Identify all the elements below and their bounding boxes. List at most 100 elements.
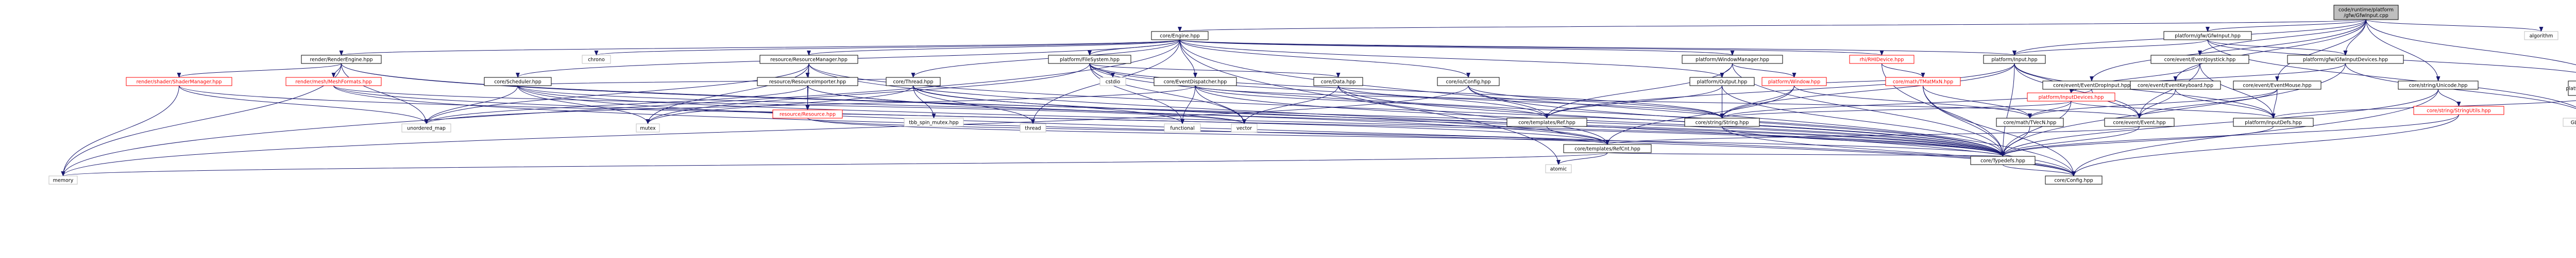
node-core-config-hpp[interactable]: core/Config.hpp — [2045, 175, 2103, 185]
edge-engine-to-resmgr — [807, 39, 1180, 56]
node-box — [1231, 123, 1258, 133]
node-core-event-event-hpp[interactable]: core/event/Event.hpp — [2104, 118, 2175, 127]
node-core-io-config-hpp[interactable]: core/io/Config.hpp — [1437, 77, 1500, 86]
node-core-math-tmatmxn-hpp[interactable]: core/math/TMatMxN.hpp — [1885, 77, 1961, 86]
edge-refcnt-to-typedefs — [1607, 151, 2004, 157]
node-core-math-tvecn-hpp[interactable]: core/math/TVecN.hpp — [1996, 118, 2064, 127]
node-render-mesh-meshformats-hpp[interactable]: render/mesh/MeshFormats.hpp — [285, 77, 382, 86]
node-core-event-eventjoystick-hpp[interactable]: core/event/EventJoystick.hpp — [2150, 55, 2249, 64]
node-label: chrono — [588, 57, 605, 63]
node-label: code/runtime/platform — [2338, 7, 2394, 13]
edge-gfwinputdevices-to-glfw — [2345, 63, 2576, 109]
edge-input-to-inputdefs — [2014, 63, 2276, 119]
node-box — [2150, 55, 2249, 64]
edge-string-to-typedefs — [1722, 126, 2005, 157]
node-resource-resource-hpp[interactable]: resource/Resource.hpp — [772, 109, 843, 119]
node-platform-gfw-gfwinput-hpp[interactable]: platform/gfw/GfwInput.hpp — [2163, 31, 2252, 40]
node-core-templates-refcnt-hpp[interactable]: core/templates/RefCnt.hpp — [1563, 144, 1652, 153]
node-box — [2413, 106, 2504, 115]
node-core-templates-ref-hpp[interactable]: core/templates/Ref.hpp — [1506, 118, 1587, 127]
edge-root-to-engine — [1178, 19, 2366, 32]
edge-engine-to-input — [1179, 39, 2016, 56]
node-box — [401, 123, 451, 133]
node-render-renderengine-hpp[interactable]: render/RenderEngine.hpp — [301, 55, 382, 64]
edge-renderengine-to-shadermgr — [177, 63, 342, 78]
edge-evmouse-to-inputdefs — [2271, 89, 2278, 119]
node-core-typedefs-hpp[interactable]: core/Typedefs.hpp — [1970, 156, 2036, 165]
edge-evdispatcher-to-functional — [1180, 85, 1196, 124]
edge-scheduler-to-typedefs — [517, 85, 2005, 157]
node-core-string-string-hpp[interactable]: core/string/String.hpp — [1684, 118, 1760, 127]
node-resource-resourceimporter-hpp[interactable]: resource/ResourceImporter.hpp — [757, 77, 858, 86]
edge-evdispatcher-to-unordered_map — [424, 85, 1196, 124]
node-label: platform/gfw/GfwInputDevices.hpp — [2303, 57, 2388, 63]
edge-inputdevices-to-string — [1720, 101, 2072, 119]
node-core-eventdispatcher-hpp[interactable]: core/EventDispatcher.hpp — [1154, 77, 1237, 86]
node-platform-filesystem-hpp[interactable]: platform/FileSystem.hpp — [1048, 55, 1131, 64]
node-label: core/templates/Ref.hpp — [1518, 120, 1575, 126]
node-box — [2045, 175, 2103, 185]
edge-typedefs-to-config — [2003, 164, 2076, 176]
edge-resource-to-refcnt — [807, 118, 1609, 145]
node-core-scheduler-hpp[interactable]: core/Scheduler.hpp — [484, 77, 552, 86]
edge-filesystem-to-mutex — [646, 63, 1090, 124]
node-box — [1437, 77, 1500, 86]
node-rhi-rhidevice-hpp[interactable]: rhi/RHIDevice.hpp — [1849, 55, 1914, 64]
node-label: render/mesh/MeshFormats.hpp — [295, 79, 371, 85]
node-box — [757, 77, 858, 86]
node-platform-inputdevices-hpp[interactable]: platform/InputDevices.hpp — [2027, 92, 2115, 102]
node-platform-output-hpp[interactable]: platform/Output.hpp — [1689, 77, 1755, 86]
node-label: algorithm — [2530, 34, 2553, 39]
edge-event-to-typedefs — [2001, 126, 2140, 157]
node-label: core/math/TMatMxN.hpp — [1893, 79, 1953, 85]
node-label: cstdio — [1106, 79, 1121, 85]
edge-engine-to-renderengine — [340, 39, 1180, 56]
node-platform-gfw-gfwinputdefs-hpp[interactable]: platform/gfw/GfwInputDefs.hpp — [2566, 80, 2576, 96]
node-platform-window-hpp[interactable]: platform/Window.hpp — [1761, 77, 1827, 86]
node-platform-windowmanager-hpp[interactable]: platform/WindowManager.hpp — [1682, 55, 1783, 64]
node-label: mutex — [640, 126, 656, 132]
node-core-event-eventkeyboard-hpp[interactable]: core/event/EventKeyboard.hpp — [2130, 80, 2221, 90]
node-label: core/event/EventKeyboard.hpp — [2138, 83, 2213, 89]
edge-unicode-to-stringutils — [2438, 89, 2461, 107]
node-vector: vector — [1231, 123, 1258, 133]
node-label: rhi/RHIDevice.hpp — [1860, 57, 1904, 63]
node-code-runtime-platform-gfw-gfwinput-cpp[interactable]: code/runtime/platform/gfw/GfwInput.cpp — [2333, 5, 2399, 20]
node-resource-resourcemanager-hpp[interactable]: resource/ResourceManager.hpp — [759, 55, 858, 64]
node-label: platform/InputDevices.hpp — [2039, 95, 2104, 101]
node-box — [1164, 123, 1201, 133]
node-box — [1545, 164, 1572, 173]
node-core-event-eventdropinput-hpp[interactable]: core/event/EventDropInput.hpp — [2042, 80, 2141, 90]
graph-edges — [61, 19, 2576, 176]
node-core-data-hpp[interactable]: core/Data.hpp — [1313, 77, 1363, 86]
node-core-engine-hpp[interactable]: core/Engine.hpp — [1151, 31, 1209, 40]
node-box — [1885, 77, 1961, 86]
node-core-string-stringutils-hpp[interactable]: core/string/StringUtils.hpp — [2413, 106, 2504, 115]
node-platform-gfw-gfwinputdevices-hpp[interactable]: platform/gfw/GfwInputDevices.hpp — [2287, 55, 2404, 64]
edge-engine-to-ioconfig — [1179, 39, 1470, 78]
node-label: render/RenderEngine.hpp — [310, 57, 372, 63]
edge-inputdevices-to-timen — [2028, 101, 2072, 119]
edge-gfwinputdevices-to-typedefs — [2001, 63, 2346, 157]
node-core-event-eventmouse-hpp[interactable]: core/event/EventMouse.hpp — [2233, 80, 2321, 90]
node-platform-inputdefs-hpp[interactable]: platform/InputDefs.hpp — [2233, 118, 2314, 127]
edge-windowmgr-to-window — [1732, 63, 1797, 78]
node-label: thread — [1025, 126, 1041, 132]
node-label: functional — [1170, 126, 1194, 132]
node-label: core/event/Event.hpp — [2113, 120, 2165, 126]
edge-root-to-unicode — [2366, 19, 2441, 82]
node-render-shader-shadermanager-hpp[interactable]: render/shader/ShaderManager.hpp — [126, 77, 232, 86]
edge-renderengine-to-unordered_map — [341, 63, 429, 124]
edge-engine-to-evdispatcher — [1179, 39, 1197, 78]
node-label: core/Data.hpp — [1321, 79, 1356, 85]
node-core-thread-hpp[interactable]: core/Thread.hpp — [886, 77, 941, 86]
edge-shadermgr-to-memory — [61, 85, 179, 176]
node-label: GLFW/glfw3.h — [2571, 120, 2576, 126]
node-label: platform/Window.hpp — [1768, 79, 1820, 85]
node-platform-input-hpp[interactable]: platform/Input.hpp — [1983, 55, 2046, 64]
edge-filesystem-to-vector — [1089, 63, 1246, 124]
node-box — [1970, 156, 2036, 165]
node-box — [2287, 55, 2404, 64]
node-core-string-unicode-hpp[interactable]: core/string/Unicode.hpp — [2398, 80, 2479, 90]
node-box — [2027, 92, 2115, 102]
